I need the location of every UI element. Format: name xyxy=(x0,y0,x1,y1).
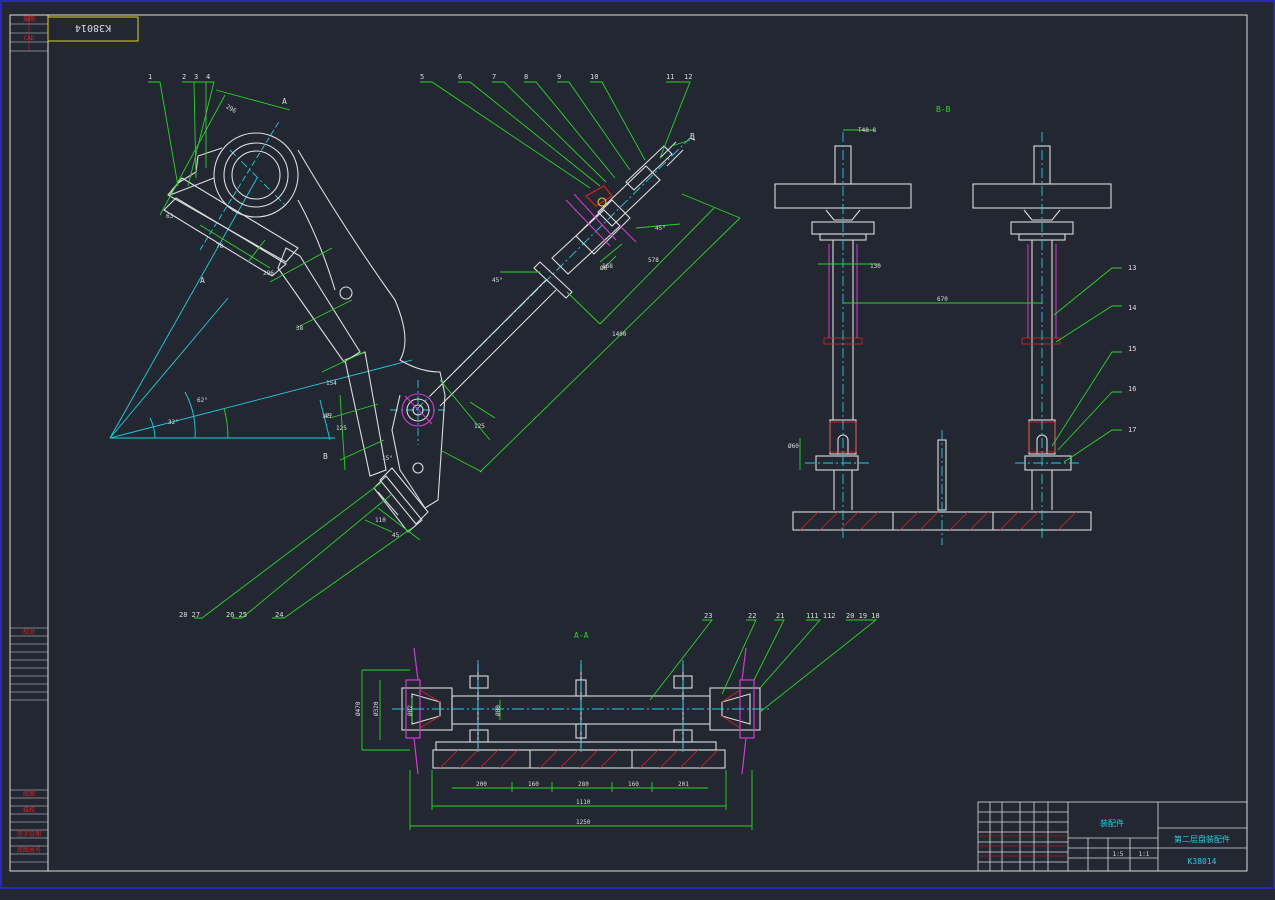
strip-label-check: 校对 xyxy=(23,628,35,636)
strip-label-trace: 描图 xyxy=(23,15,35,23)
balloon-6: 6 xyxy=(458,73,462,81)
dim-1110: 1110 xyxy=(576,799,591,806)
balloon-14: 14 xyxy=(1128,304,1136,312)
balloon-9: 9 xyxy=(557,73,561,81)
dim-168: 168 xyxy=(602,263,613,270)
strip-label-base: 底图 xyxy=(23,790,35,798)
dim-110: 110 xyxy=(375,517,386,524)
dim-125: 125 xyxy=(336,425,347,432)
dim-38: 38 xyxy=(296,325,304,332)
balloon-12: 12 xyxy=(684,73,692,81)
section-aa: A-A xyxy=(355,612,880,830)
balloon-15: 15 xyxy=(1128,345,1136,353)
balloon-11: 11 xyxy=(666,73,674,81)
dim-160b: 160 xyxy=(628,781,639,788)
balloon-5: 5 xyxy=(420,73,424,81)
dim-45deg-b: 45° xyxy=(655,225,666,232)
product-name: 第二层盘装配件 xyxy=(1174,834,1230,844)
dim-17deg: 17° xyxy=(322,413,333,420)
view-mark-b-bottom: B xyxy=(323,452,328,461)
balloon-10: 10 xyxy=(590,73,598,81)
drawing-code: K38014 xyxy=(1188,857,1217,866)
dim-63: 63 xyxy=(166,213,174,220)
dim-dia320: Ø320 xyxy=(373,701,380,716)
strip-label-trace-check: 描校 xyxy=(23,806,35,814)
balloon-28-27: 28 27 xyxy=(179,611,200,619)
main-leaders xyxy=(148,81,741,619)
balloon-24: 24 xyxy=(275,611,283,619)
dim-1400: 1400 xyxy=(612,331,627,338)
dim-32deg: 32° xyxy=(168,419,179,426)
dim-154: 154 xyxy=(326,380,337,387)
dim-296-top: 296 xyxy=(225,103,238,115)
support-arm xyxy=(163,132,446,533)
title-block: 装配件 第二层盘装配件 K38014 1:5 1:1 xyxy=(977,801,1248,872)
pivot-magenta xyxy=(401,393,435,427)
view-mark-a-top: A xyxy=(282,97,287,106)
dim-45b: 45 xyxy=(392,532,400,539)
balloon-1: 1 xyxy=(148,73,152,81)
stamp-box: K38014 xyxy=(47,16,139,42)
dim-200: 200 xyxy=(476,781,487,788)
dim-dia6: Ø6 xyxy=(600,265,608,272)
balloon-labels-top: 1 2 3 4 5 6 7 8 9 10 11 12 xyxy=(148,73,692,81)
balloon-13: 13 xyxy=(1128,264,1136,272)
balloon-7: 7 xyxy=(492,73,496,81)
view-mark-b-top: B xyxy=(690,132,695,141)
balloon-26-25: 26 25 xyxy=(226,611,247,619)
balloon-111-112: 111 112 xyxy=(806,612,836,620)
dim-dia82: Ø82 xyxy=(407,705,414,716)
balloon-4: 4 xyxy=(206,73,210,81)
scale-1: 1:5 xyxy=(1113,851,1124,858)
dim-dia80: Ø80 xyxy=(495,705,502,716)
main-dimension-texts: 296 63 78 296 38 154 45 125 17° 62° 32° … xyxy=(166,103,666,539)
dim-15deg: 15° xyxy=(382,455,393,462)
dim-280: 280 xyxy=(578,781,589,788)
strip-label-sign-date: 签字日期 xyxy=(17,830,41,838)
balloon-3: 3 xyxy=(194,73,198,81)
dim-78: 78 xyxy=(216,243,224,250)
balloon-20-19-18: 20 19 18 xyxy=(846,612,880,620)
balloon-8: 8 xyxy=(524,73,528,81)
dim-160a: 160 xyxy=(528,781,539,788)
dim-578: 578 xyxy=(648,257,659,264)
dim-125b: 125 xyxy=(474,423,485,430)
strip-label-base-number: 底图总号 xyxy=(17,846,41,854)
left-binding-strip xyxy=(10,15,48,863)
balloon-2: 2 xyxy=(182,73,186,81)
dim-670: 670 xyxy=(937,296,948,303)
dim-62deg: 62° xyxy=(197,397,208,404)
left-strip-labels: 描图 CAD 校对 底图 描校 签字日期 底图总号 xyxy=(17,15,41,854)
balloon-23: 23 xyxy=(704,612,712,620)
dim-201: 201 xyxy=(678,781,689,788)
section-aa-title: A-A xyxy=(574,631,589,640)
balloon-21: 21 xyxy=(776,612,784,620)
dim-t48: T48-8 xyxy=(858,127,876,134)
dim-296: 296 xyxy=(263,270,274,277)
scale-2: 1:1 xyxy=(1139,851,1150,858)
section-bb-title: B-B xyxy=(936,105,951,114)
stamp-code: K38014 xyxy=(75,22,111,33)
dim-dia470: Ø470 xyxy=(355,701,362,716)
section-bb: B-B xyxy=(774,105,1136,545)
dim-1250: 1250 xyxy=(576,819,591,826)
view-marks: A A B B xyxy=(200,97,695,461)
telescopic-rod xyxy=(429,137,696,407)
balloon-22: 22 xyxy=(748,612,756,620)
dim-45a: 45 xyxy=(324,413,332,420)
balloon-16: 16 xyxy=(1128,385,1136,393)
dim-45deg: 45° xyxy=(492,277,503,284)
view-mark-a-bottom: A xyxy=(200,276,205,285)
rod-clamp-color xyxy=(565,185,637,247)
strip-label-cad: CAD xyxy=(24,35,35,42)
part-title: 装配件 xyxy=(1100,818,1124,828)
dim-dia60: Ø60 xyxy=(788,443,799,450)
dim-130: 130 xyxy=(870,263,881,270)
balloon-17: 17 xyxy=(1128,426,1136,434)
balloon-labels-bottom-left: 28 27 26 25 24 xyxy=(179,611,283,619)
